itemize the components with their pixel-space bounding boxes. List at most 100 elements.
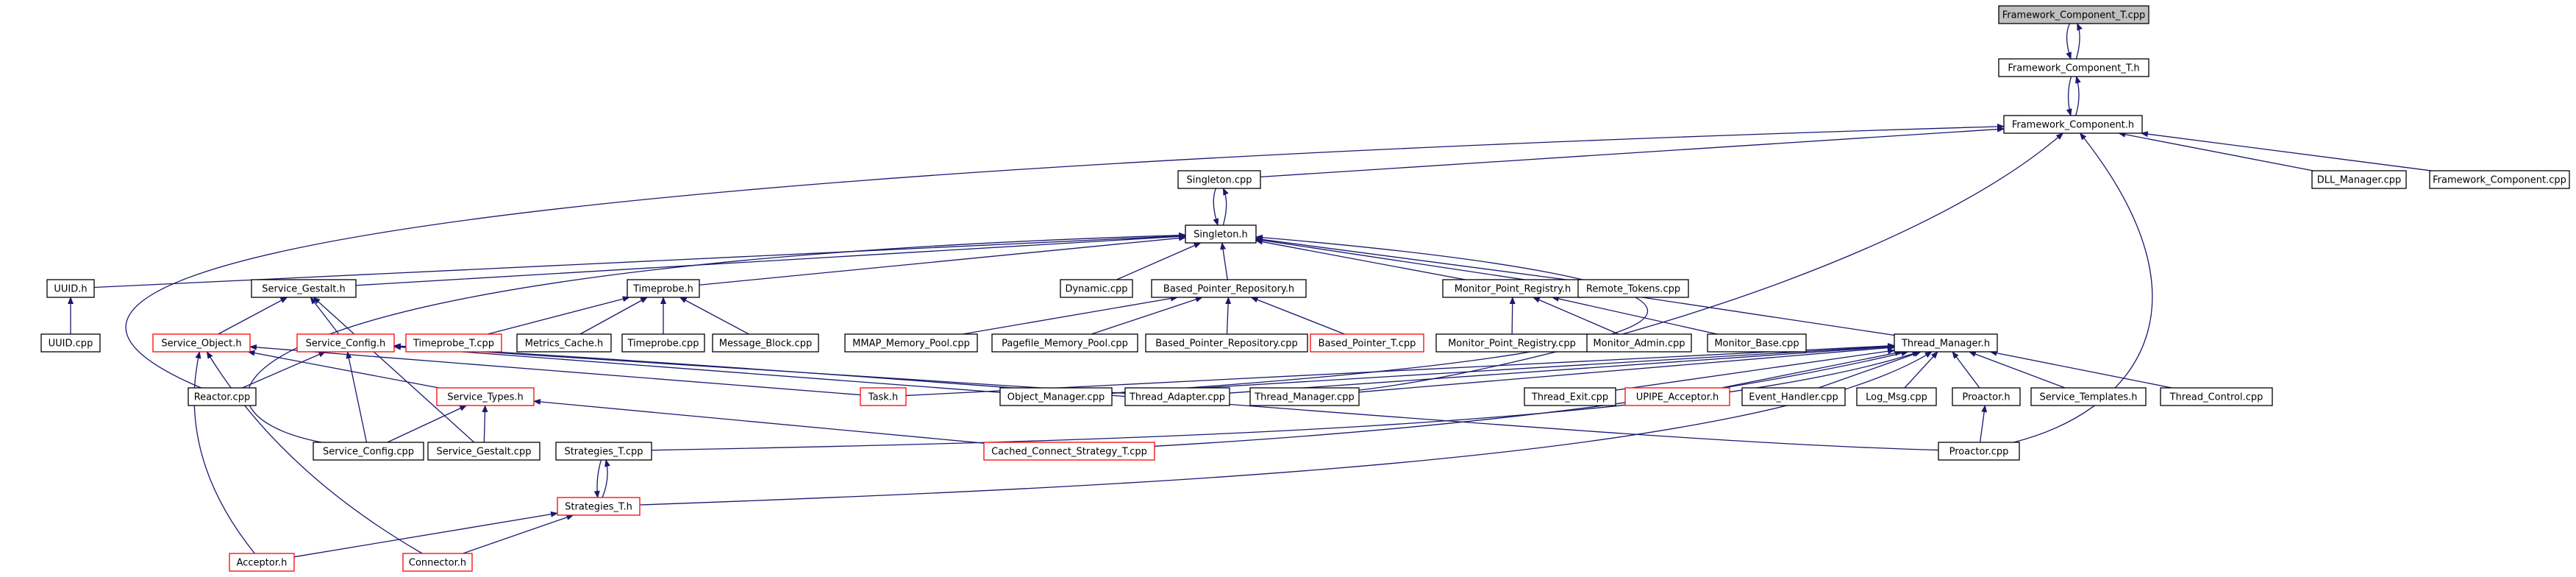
node-mc-h[interactable]: Metrics_Cache.h [516, 333, 612, 353]
node-box[interactable] [46, 279, 95, 298]
node-singleton-h[interactable]: Singleton.h [1185, 224, 1257, 244]
node-box[interactable] [1435, 333, 1588, 353]
node-box[interactable] [1624, 387, 1730, 406]
node-tp-h[interactable]: Timeprobe.h [627, 279, 700, 298]
node-box[interactable] [1952, 387, 2021, 406]
node-fct-cpp[interactable]: Framework_Component_T.cpp [1998, 5, 2149, 24]
node-bpr-h[interactable]: Based_Pointer_Repository.h [1151, 279, 1307, 298]
node-box[interactable] [251, 279, 357, 298]
node-strt-cpp[interactable]: Strategies_T.cpp [555, 442, 652, 461]
node-box[interactable] [1586, 333, 1692, 353]
node-box[interactable] [1524, 387, 1616, 406]
edge-tm_h-to-upipe_h [1721, 350, 1902, 389]
node-ccst-cpp[interactable]: Cached_Connect_Strategy_T.cpp [983, 442, 1155, 461]
node-dyn-cpp[interactable]: Dynamic.cpp [1060, 279, 1133, 298]
node-box[interactable] [152, 333, 251, 353]
node-sc-h[interactable]: Service_Config.h [296, 333, 395, 353]
node-box[interactable] [1249, 387, 1360, 406]
node-box[interactable] [999, 387, 1113, 406]
node-box[interactable] [621, 333, 705, 353]
node-box[interactable] [405, 333, 502, 353]
node-box[interactable] [2429, 170, 2570, 189]
node-pf-cpp[interactable]: Pagefile_Memory_Pool.cpp [991, 333, 1138, 353]
node-box[interactable] [991, 333, 1138, 353]
node-box[interactable] [229, 553, 295, 572]
node-stpl-h[interactable]: Service_Templates.h [2030, 387, 2147, 406]
node-sc-cpp[interactable]: Service_Config.cpp [313, 442, 424, 461]
node-fc-cpp[interactable]: Framework_Component.cpp [2429, 170, 2570, 189]
node-om-cpp[interactable]: Object_Manager.cpp [999, 387, 1113, 406]
node-conn-h[interactable]: Connector.h [402, 553, 473, 572]
node-box[interactable] [1177, 170, 1261, 189]
node-mpr-cpp[interactable]: Monitor_Point_Registry.cpp [1435, 333, 1588, 353]
node-rt-cpp[interactable]: Remote_Tokens.cpp [1577, 279, 1689, 298]
node-fct-h[interactable]: Framework_Component_T.h [1998, 58, 2149, 77]
node-box[interactable] [1856, 387, 1937, 406]
node-singleton-cpp[interactable]: Singleton.cpp [1177, 170, 1261, 189]
node-tm-h[interactable]: Thread_Manager.h [1894, 333, 1998, 353]
node-fc-h[interactable]: Framework_Component.h [2003, 115, 2143, 134]
node-ma-cpp[interactable]: Monitor_Admin.cpp [1586, 333, 1692, 353]
node-eh-cpp[interactable]: Event_Handler.cpp [1741, 387, 1846, 406]
node-st-h[interactable]: Service_Types.h [436, 387, 535, 406]
node-box[interactable] [313, 442, 424, 461]
node-box[interactable] [1145, 333, 1308, 353]
node-ta-cpp[interactable]: Thread_Adapter.cpp [1124, 387, 1230, 406]
node-dll-cpp[interactable]: DLL_Manager.cpp [2311, 170, 2407, 189]
node-lm-cpp[interactable]: Log_Msg.cpp [1856, 387, 1937, 406]
node-sg-cpp[interactable]: Service_Gestalt.cpp [427, 442, 540, 461]
node-acc-h[interactable]: Acceptor.h [229, 553, 295, 572]
node-box[interactable] [1707, 333, 1807, 353]
node-task-h[interactable]: Task.h [860, 387, 907, 406]
node-tc-cpp[interactable]: Thread_Control.cpp [2160, 387, 2273, 406]
node-so-h[interactable]: Service_Object.h [152, 333, 251, 353]
node-box[interactable] [1938, 442, 2020, 461]
node-tp-cpp[interactable]: Timeprobe.cpp [621, 333, 705, 353]
node-box[interactable] [2160, 387, 2273, 406]
node-box[interactable] [983, 442, 1155, 461]
node-box[interactable] [188, 387, 257, 406]
node-uuid-h[interactable]: UUID.h [46, 279, 95, 298]
node-box[interactable] [1124, 387, 1230, 406]
node-sg-h[interactable]: Service_Gestalt.h [251, 279, 357, 298]
node-bpr-cpp[interactable]: Based_Pointer_Repository.cpp [1145, 333, 1308, 353]
node-box[interactable] [1310, 333, 1424, 353]
node-box[interactable] [1185, 224, 1257, 244]
node-box[interactable] [2003, 115, 2143, 134]
node-tm-cpp[interactable]: Thread_Manager.cpp [1249, 387, 1360, 406]
node-proactor-cpp[interactable]: Proactor.cpp [1938, 442, 2020, 461]
node-box[interactable] [627, 279, 700, 298]
node-box[interactable] [1060, 279, 1133, 298]
node-box[interactable] [436, 387, 535, 406]
node-box[interactable] [427, 442, 540, 461]
node-box[interactable] [2311, 170, 2407, 189]
node-mb-cpp[interactable]: Message_Block.cpp [712, 333, 819, 353]
node-upipe-h[interactable]: UPIPE_Acceptor.h [1624, 387, 1730, 406]
node-box[interactable] [1151, 279, 1307, 298]
node-mmap-cpp[interactable]: MMAP_Memory_Pool.cpp [844, 333, 978, 353]
node-box[interactable] [1998, 5, 2149, 24]
node-uuid-cpp[interactable]: UUID.cpp [40, 333, 101, 353]
node-mpr-h[interactable]: Monitor_Point_Registry.h [1442, 279, 1583, 298]
node-box[interactable] [844, 333, 978, 353]
node-reactor-cpp[interactable]: Reactor.cpp [188, 387, 257, 406]
node-box[interactable] [516, 333, 612, 353]
node-box[interactable] [1998, 58, 2149, 77]
node-box[interactable] [555, 442, 652, 461]
node-box[interactable] [402, 553, 473, 572]
node-mbase-cpp[interactable]: Monitor_Base.cpp [1707, 333, 1807, 353]
node-box[interactable] [2030, 387, 2147, 406]
node-box[interactable] [557, 497, 641, 516]
node-proactor-h[interactable]: Proactor.h [1952, 387, 2021, 406]
node-box[interactable] [1741, 387, 1846, 406]
node-box[interactable] [1577, 279, 1689, 298]
node-te-cpp[interactable]: Thread_Exit.cpp [1524, 387, 1616, 406]
node-tpt-cpp[interactable]: Timeprobe_T.cpp [405, 333, 502, 353]
node-box[interactable] [712, 333, 819, 353]
node-box[interactable] [296, 333, 395, 353]
node-box[interactable] [1894, 333, 1998, 353]
node-box[interactable] [860, 387, 907, 406]
node-bpt-cpp[interactable]: Based_Pointer_T.cpp [1310, 333, 1424, 353]
node-strt-h[interactable]: Strategies_T.h [557, 497, 641, 516]
node-box[interactable] [40, 333, 101, 353]
